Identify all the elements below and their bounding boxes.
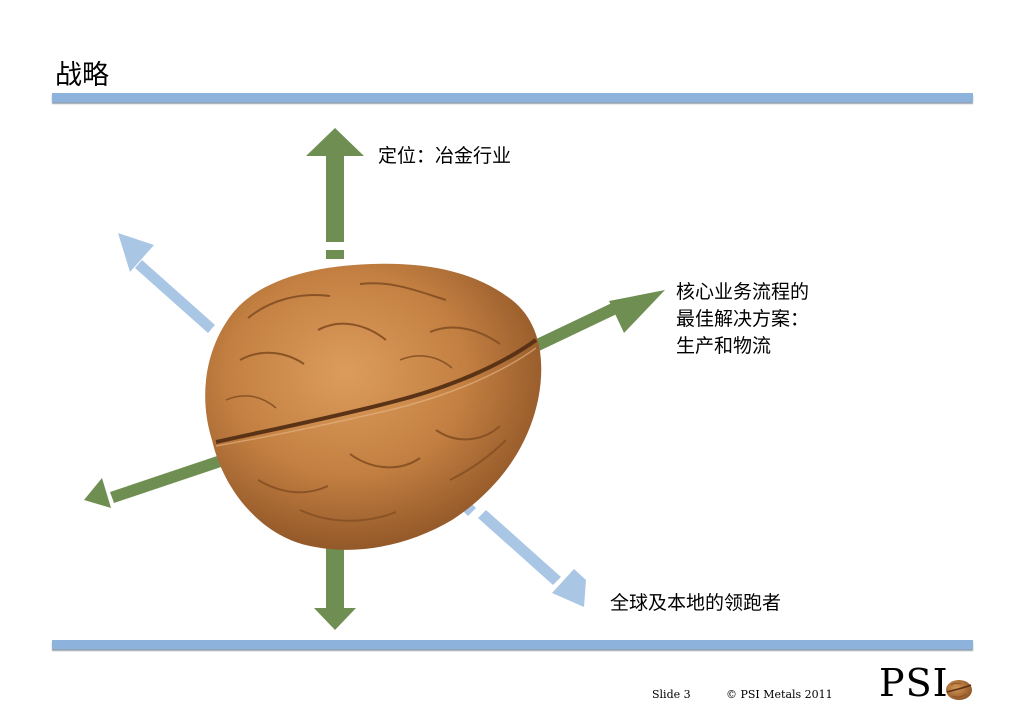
top-divider [52, 93, 973, 102]
label-positioning: 定位：冶金行业 [378, 145, 512, 167]
label-core-solutions-line: 最佳解决方案： [676, 308, 810, 330]
bottom-divider [52, 640, 973, 649]
label-core-solutions: 核心业务流程的 最佳解决方案： 生产和物流 [676, 279, 809, 360]
label-core-solutions-line: 核心业务流程的 [676, 281, 810, 303]
copyright-text: © PSI Metals 2011 [726, 688, 833, 701]
arrow-down [314, 548, 356, 630]
label-core-solutions-line: 生产和物流 [676, 335, 772, 357]
walnut-icon [946, 680, 972, 700]
arrow-down-right-leader [462, 502, 586, 607]
psi-logo-text: PSI [879, 661, 949, 705]
label-global-leader: 全球及本地的领跑者 [610, 592, 782, 614]
slide-title: 战略 [55, 60, 109, 91]
arrow-right-solutions [532, 290, 665, 352]
slide-number: Slide 3 [652, 688, 691, 701]
arrow-up-left [118, 233, 215, 333]
walnut-image [205, 263, 542, 550]
arrow-up-positioning [306, 128, 364, 259]
arrow-left-down [84, 453, 230, 508]
